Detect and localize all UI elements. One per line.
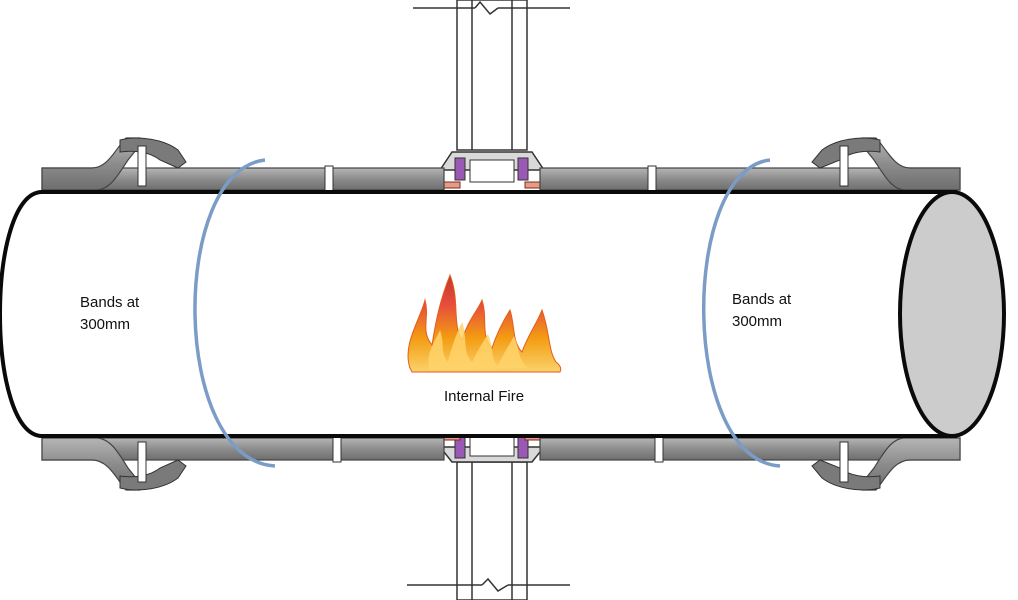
- band-label-left-line1: Bands at: [80, 294, 140, 311]
- wall-bottom: [407, 461, 570, 600]
- band-label-right-line1: Bands at: [732, 291, 792, 308]
- insulation-sleeve-top: [41, 137, 961, 193]
- band-label-right-line2: 300mm: [732, 313, 783, 330]
- wall-collar-top: [419, 151, 566, 189]
- band-left: [193, 158, 276, 468]
- band-label-left-line2: 300mm: [80, 316, 131, 333]
- band-right: [702, 158, 781, 468]
- wall-top: [413, 0, 570, 151]
- band-spacing-label-right: Bands at 300mm: [732, 289, 791, 333]
- pipe-open-end: [898, 190, 1006, 438]
- flame-icon: [407, 273, 562, 373]
- insulation-sleeve-bottom: [41, 435, 961, 491]
- internal-fire-label: Internal Fire: [444, 388, 525, 405]
- band-spacing-label-left: Bands at 300mm: [80, 292, 139, 336]
